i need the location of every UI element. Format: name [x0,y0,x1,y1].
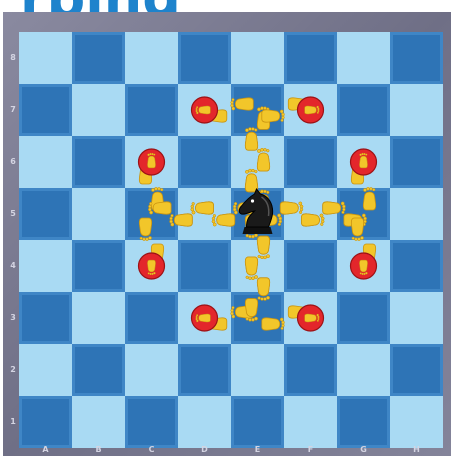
rank-label-8: 8 [9,53,17,62]
square-a1[interactable] [19,396,72,448]
square-e2[interactable] [231,344,284,396]
square-b7[interactable] [72,84,125,136]
square-e8[interactable] [231,32,284,84]
file-label-g: G [357,445,371,454]
target-marker-d7[interactable] [192,97,218,123]
square-h5[interactable] [390,188,443,240]
file-label-f: F [304,445,318,454]
square-e1[interactable] [231,396,284,448]
rank-label-1: 1 [9,417,17,426]
square-a7[interactable] [19,84,72,136]
square-h1[interactable] [390,396,443,448]
square-c8[interactable] [125,32,178,84]
target-marker-f3[interactable] [298,305,324,331]
square-a8[interactable] [19,32,72,84]
square-h8[interactable] [390,32,443,84]
square-c1[interactable] [125,396,178,448]
square-d8[interactable] [178,32,231,84]
square-a3[interactable] [19,292,72,344]
file-label-d: D [198,445,212,454]
square-f6[interactable] [284,136,337,188]
file-label-e: E [251,445,265,454]
square-a4[interactable] [19,240,72,292]
square-g7[interactable] [337,84,390,136]
square-f8[interactable] [284,32,337,84]
square-d2[interactable] [178,344,231,396]
square-h4[interactable] [390,240,443,292]
square-b8[interactable] [72,32,125,84]
file-label-c: C [145,445,159,454]
square-b1[interactable] [72,396,125,448]
square-b6[interactable] [72,136,125,188]
target-marker-c4[interactable] [139,253,165,279]
square-g1[interactable] [337,396,390,448]
square-f2[interactable] [284,344,337,396]
square-a6[interactable] [19,136,72,188]
target-marker-g6[interactable] [351,149,377,175]
square-b2[interactable] [72,344,125,396]
square-a2[interactable] [19,344,72,396]
square-f4[interactable] [284,240,337,292]
board-frame: 8 7 6 5 4 3 2 1 A B C D E F G H [3,12,451,456]
square-g8[interactable] [337,32,390,84]
square-d6[interactable] [178,136,231,188]
square-d1[interactable] [178,396,231,448]
square-g2[interactable] [337,344,390,396]
rank-label-2: 2 [9,365,17,374]
square-h7[interactable] [390,84,443,136]
square-c7[interactable] [125,84,178,136]
rank-label-4: 4 [9,261,17,270]
file-label-b: B [92,445,106,454]
rank-label-3: 3 [9,313,17,322]
square-c3[interactable] [125,292,178,344]
target-marker-d3[interactable] [192,305,218,331]
square-g3[interactable] [337,292,390,344]
square-b4[interactable] [72,240,125,292]
rank-label-6: 6 [9,157,17,166]
file-label-a: A [39,445,53,454]
chessboard [19,32,443,448]
square-a5[interactable] [19,188,72,240]
square-h6[interactable] [390,136,443,188]
target-marker-g4[interactable] [351,253,377,279]
file-label-h: H [410,445,424,454]
target-marker-c6[interactable] [139,149,165,175]
square-h3[interactable] [390,292,443,344]
target-marker-f7[interactable] [298,97,324,123]
square-f1[interactable] [284,396,337,448]
rank-label-5: 5 [9,209,17,218]
square-b3[interactable] [72,292,125,344]
square-c2[interactable] [125,344,178,396]
square-d4[interactable] [178,240,231,292]
square-b5[interactable] [72,188,125,240]
rank-label-7: 7 [9,105,17,114]
square-h2[interactable] [390,344,443,396]
